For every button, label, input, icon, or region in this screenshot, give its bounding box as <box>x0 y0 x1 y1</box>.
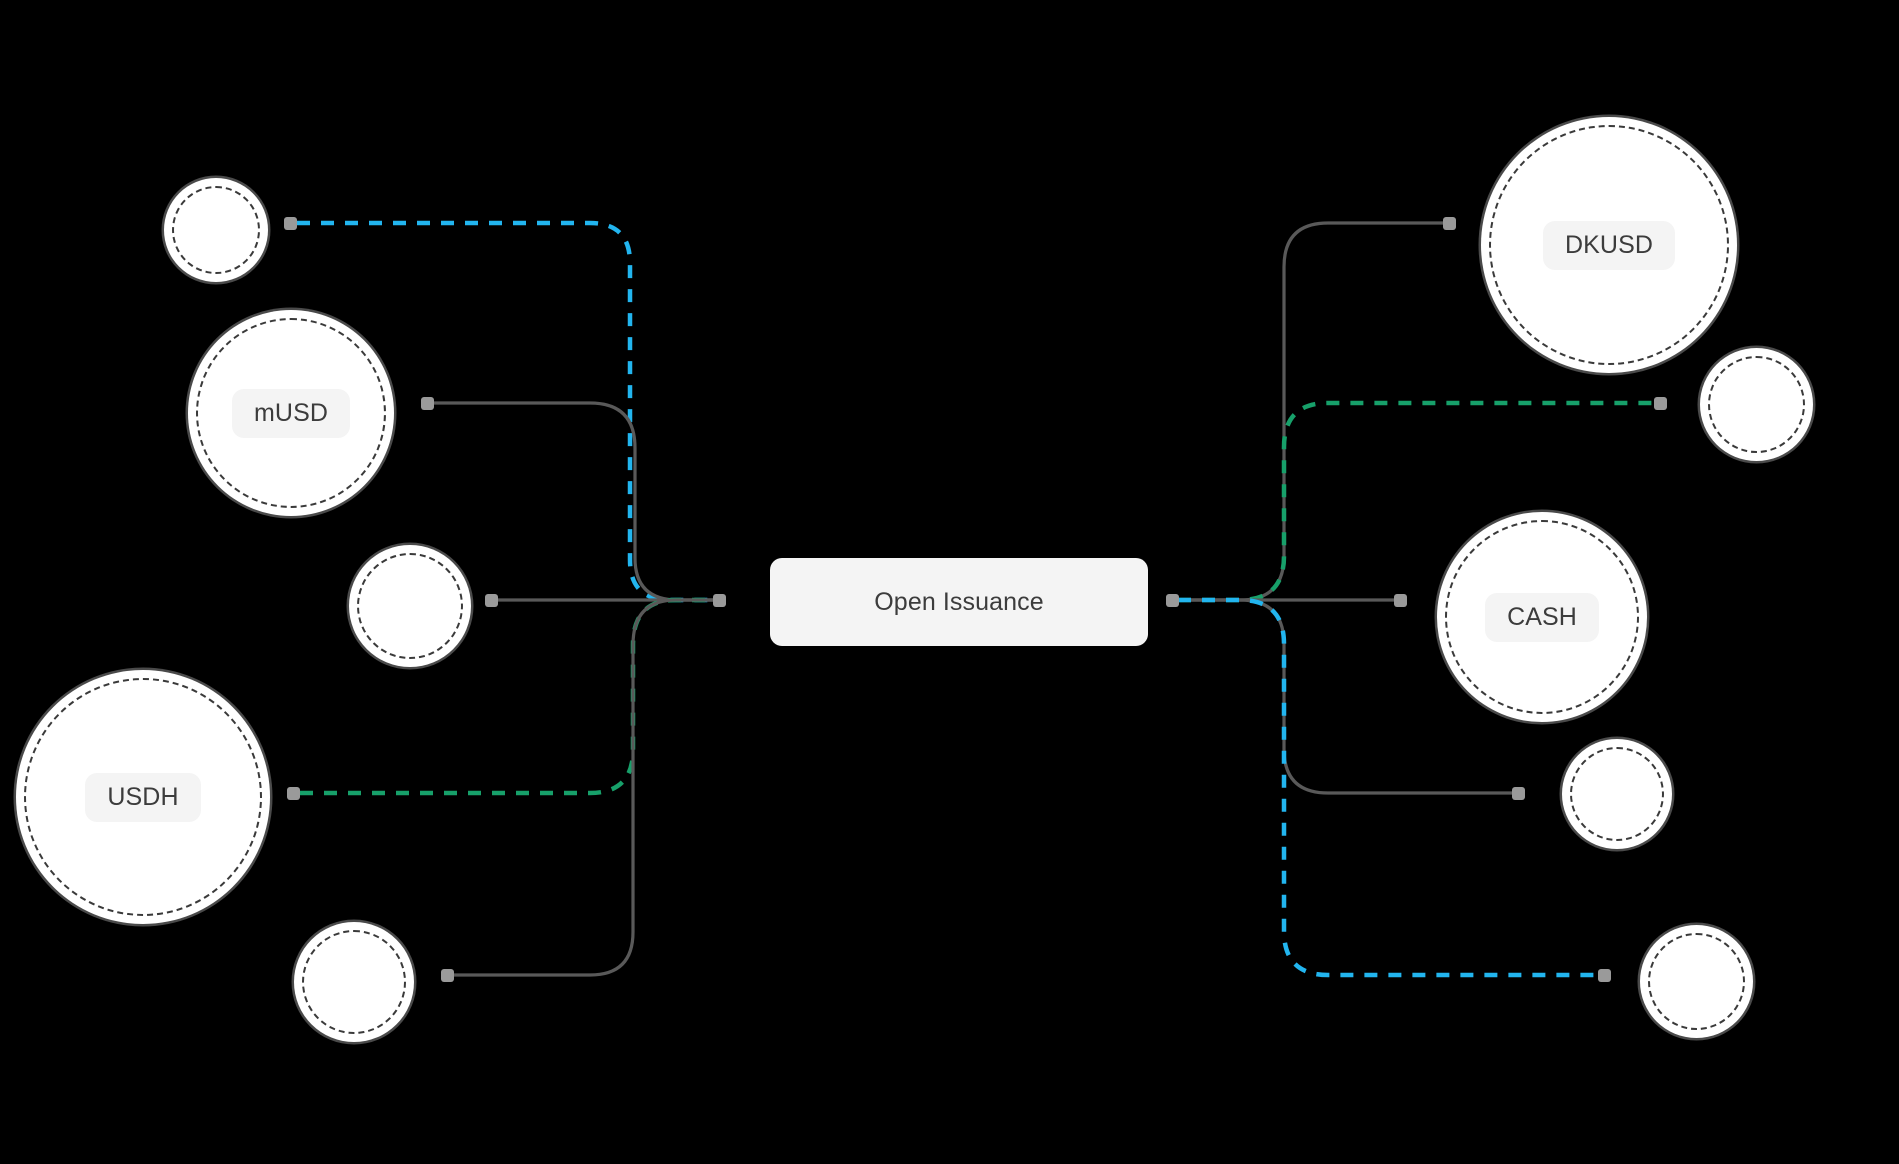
node-cash[interactable]: CASH <box>1437 512 1647 722</box>
edge-right-bot-small <box>1178 597 1598 978</box>
open-issuance-label: Open Issuance <box>874 587 1044 616</box>
node-left-mid-small[interactable] <box>349 545 471 667</box>
open-issuance-output-port[interactable] <box>1166 594 1179 607</box>
dashed-ring-icon <box>1708 356 1805 453</box>
edge-left-bot-small <box>452 598 721 977</box>
node-label-cash: CASH <box>1485 592 1599 642</box>
port-musd[interactable] <box>421 397 434 410</box>
node-left-top-small[interactable] <box>164 178 268 282</box>
edge-musd <box>432 401 721 602</box>
node-label-usdh: USDH <box>85 772 201 822</box>
port-right-bot-small[interactable] <box>1598 969 1611 982</box>
node-label-dkusd: DKUSD <box>1542 220 1675 270</box>
node-right-mid-small[interactable] <box>1562 739 1672 849</box>
port-dkusd[interactable] <box>1443 217 1456 230</box>
node-musd[interactable]: mUSD <box>188 310 394 516</box>
node-right-bot-small[interactable] <box>1640 925 1753 1038</box>
dashed-ring-icon <box>172 186 260 274</box>
port-right-up-small[interactable] <box>1654 397 1667 410</box>
port-usdh[interactable] <box>287 787 300 800</box>
dashed-ring-icon <box>302 930 406 1034</box>
open-issuance-node[interactable]: Open Issuance <box>770 558 1148 646</box>
port-cash[interactable] <box>1394 594 1407 607</box>
port-left-top-small[interactable] <box>284 217 297 230</box>
dashed-ring-icon <box>1570 747 1664 841</box>
edge-left-top-small <box>297 220 719 603</box>
port-right-mid-small[interactable] <box>1512 787 1525 800</box>
node-dkusd[interactable]: DKUSD <box>1481 117 1737 373</box>
dashed-ring-icon <box>1648 933 1745 1030</box>
node-usdh[interactable]: USDH <box>16 670 270 924</box>
node-label-musd: mUSD <box>231 388 350 438</box>
open-issuance-input-port[interactable] <box>713 594 726 607</box>
edge-right-up-small <box>1178 400 1654 603</box>
edge-dkusd <box>1176 221 1445 602</box>
port-left-bot-small[interactable] <box>441 969 454 982</box>
port-left-mid-small[interactable] <box>485 594 498 607</box>
node-right-up-small[interactable] <box>1700 348 1813 461</box>
dashed-ring-icon <box>357 553 463 659</box>
node-left-bot-small[interactable] <box>294 922 414 1042</box>
